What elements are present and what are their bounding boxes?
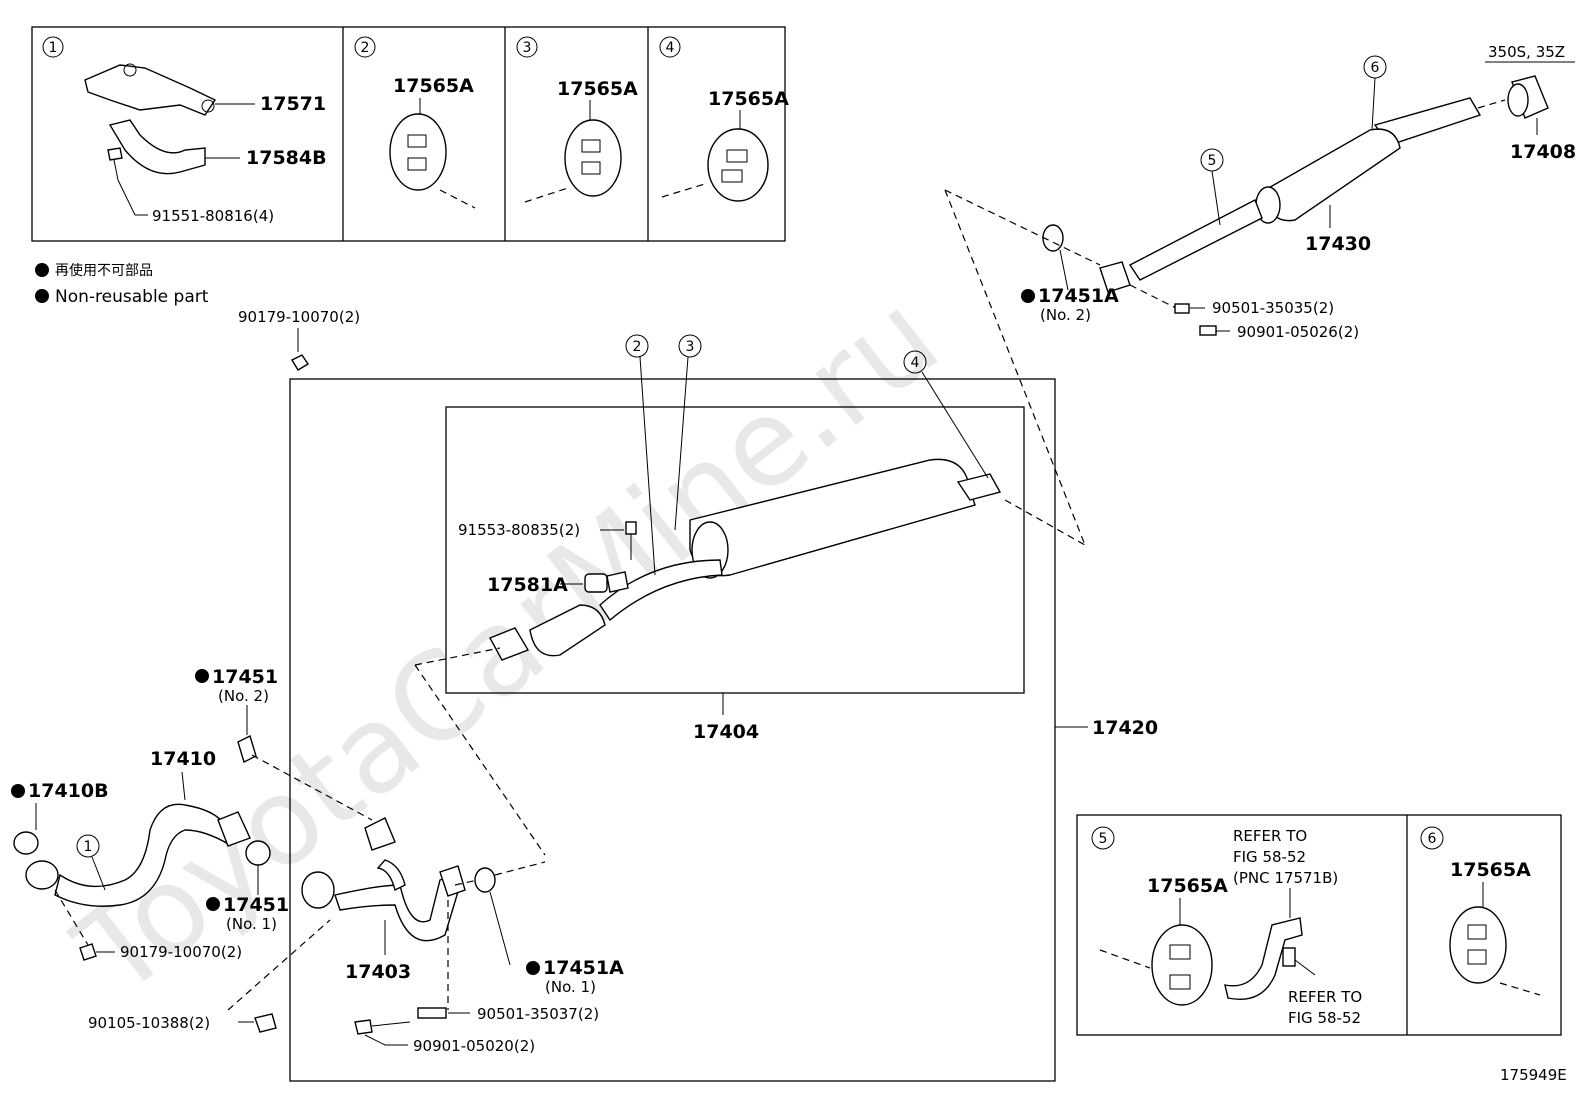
part-17410: 17410 (150, 748, 216, 770)
flange-icon (301, 871, 335, 909)
part-17584B: 17584B (246, 147, 327, 169)
gasket-icon (237, 735, 257, 763)
gasket-icon (1042, 224, 1064, 252)
part-90501-35037: 90501-35037(2) (477, 1005, 599, 1023)
part-90179-10070-top: 90179-10070(2) (238, 308, 360, 326)
assembly-box-17404 (445, 406, 1025, 694)
refer-1-line1: REFER TO (1233, 827, 1307, 845)
part-17581A: 17581A (487, 574, 568, 596)
hanger-rubber-icon (1151, 924, 1213, 1006)
refer-2-line1: REFER TO (1288, 988, 1362, 1006)
legend-jp: 再使用不可部品 (55, 262, 153, 279)
non-reusable-bullet-icon (35, 263, 49, 277)
nut-icon (291, 354, 309, 371)
bolt-icon (107, 147, 123, 161)
bolt-icon (354, 1019, 373, 1035)
hanger-rubber-icon (707, 128, 769, 202)
legend: 再使用不可部品 Non-reusable part (35, 262, 209, 307)
callout-4-main-label: 4 (911, 355, 920, 371)
part-17451A-no2-sub: (No. 2) (1040, 306, 1091, 324)
callout-5-detail-label: 5 (1099, 831, 1108, 847)
part-17565A-detail6: 17565A (1450, 859, 1531, 881)
detail-2: 2 17565A (354, 36, 476, 209)
legend-en: Non-reusable part (55, 287, 209, 307)
part-17410B: 17410B (28, 780, 109, 802)
part-17451A-no1: 17451A (543, 957, 624, 979)
part-90179-10070-bottom: 90179-10070(2) (120, 943, 242, 961)
part-90901-05026: 90901-05026(2) (1237, 323, 1359, 341)
detail-1: 1 17571 17584B 91551-80816(4) (42, 36, 327, 225)
part-17451-no2-sub: (No. 2) (218, 687, 269, 705)
part-91551-80816: 91551-80816(4) (152, 207, 274, 225)
gasket-icon (474, 867, 496, 893)
part-17408: 17408 (1510, 141, 1576, 163)
detail-boxes-top: 1 17571 17584B 91551-80816(4) 2 17565A (31, 26, 789, 242)
detail-4: 4 17565A (659, 36, 789, 202)
bolt-icon (254, 1013, 277, 1033)
sensor-icon (584, 573, 608, 593)
part-17571: 17571 (260, 93, 326, 115)
bolt-icon (1282, 947, 1296, 967)
part-17451-no2: 17451 (212, 666, 278, 688)
part-17451A-no1-sub: (No. 1) (545, 978, 596, 996)
refer-2-line2: FIG 58-52 (1288, 1009, 1361, 1027)
bracket-icon (1224, 917, 1303, 1000)
part-17565A-detail5: 17565A (1147, 875, 1228, 897)
clamp-upper-icon (84, 64, 217, 116)
callout-6-label: 6 (1371, 60, 1380, 76)
part-17451-no1-sub: (No. 1) (226, 915, 277, 933)
part-90501-35035: 90501-35035(2) (1212, 299, 1334, 317)
figure-id: 175949E (1500, 1066, 1567, 1084)
non-reusable-bullet-icon (35, 289, 49, 303)
part-17404: 17404 (693, 721, 759, 743)
main-assembly: 90179-10070(2) 17420 17404 17581A 91553-… (238, 308, 1158, 1082)
detail-3: 3 17565A (516, 36, 638, 203)
part-17451A-no2: 17451A (1038, 285, 1119, 307)
callout-1-label: 1 (49, 40, 58, 56)
hanger-rubber-icon (389, 113, 447, 191)
part-90901-05020: 90901-05020(2) (413, 1037, 535, 1055)
assembly-box-17420 (289, 378, 1056, 1082)
part-17430: 17430 (1305, 233, 1371, 255)
callout-2-main-label: 2 (633, 339, 642, 355)
part-17451-no1: 17451 (223, 894, 289, 916)
tail-muffler-icon (1264, 128, 1401, 222)
catalytic-converter-icon (529, 604, 606, 657)
part-90105-10388: 90105-10388(2) (88, 1014, 210, 1032)
tailpipe-assembly: 350S, 35Z 17408 6 5 17430 17451A (No. 2) (944, 43, 1576, 546)
callout-3-main-label: 3 (686, 339, 695, 355)
part-17565A-detail3: 17565A (557, 78, 638, 100)
callout-5-label: 5 (1208, 153, 1217, 169)
nut-icon (79, 943, 97, 961)
part-17420: 17420 (1092, 717, 1158, 739)
part-17565A-detail2: 17565A (393, 75, 474, 97)
flange-icon (489, 627, 530, 661)
callout-3-label: 3 (523, 40, 532, 56)
refer-1-line2: FIG 58-52 (1233, 848, 1306, 866)
callout-4-label: 4 (666, 40, 675, 56)
detail-boxes-bottom: 5 17565A REFER TO FIG 58-52 (PNC 17571B)… (1076, 814, 1562, 1036)
callout-1-main-label: 1 (84, 839, 93, 855)
gasket-icon (13, 831, 39, 855)
variant-label: 350S, 35Z (1488, 43, 1565, 61)
callout-2-label: 2 (361, 40, 370, 56)
part-91553-80835: 91553-80835(2) (458, 521, 580, 539)
flange-icon (25, 860, 59, 890)
part-17565A-detail4: 17565A (708, 88, 789, 110)
hanger-rubber-icon (564, 119, 622, 197)
gasket-icon (245, 840, 271, 866)
hanger-rubber-icon (1449, 906, 1507, 984)
left-front-pipe: 17451 (No. 2) 17410 1 17410B 17451 (No. … (11, 666, 373, 1033)
clamp-lower-icon (108, 119, 206, 175)
flange-icon (364, 817, 396, 851)
refer-1-line3: (PNC 17571B) (1233, 869, 1338, 887)
callout-6-detail-label: 6 (1428, 831, 1437, 847)
part-17403: 17403 (345, 961, 411, 983)
